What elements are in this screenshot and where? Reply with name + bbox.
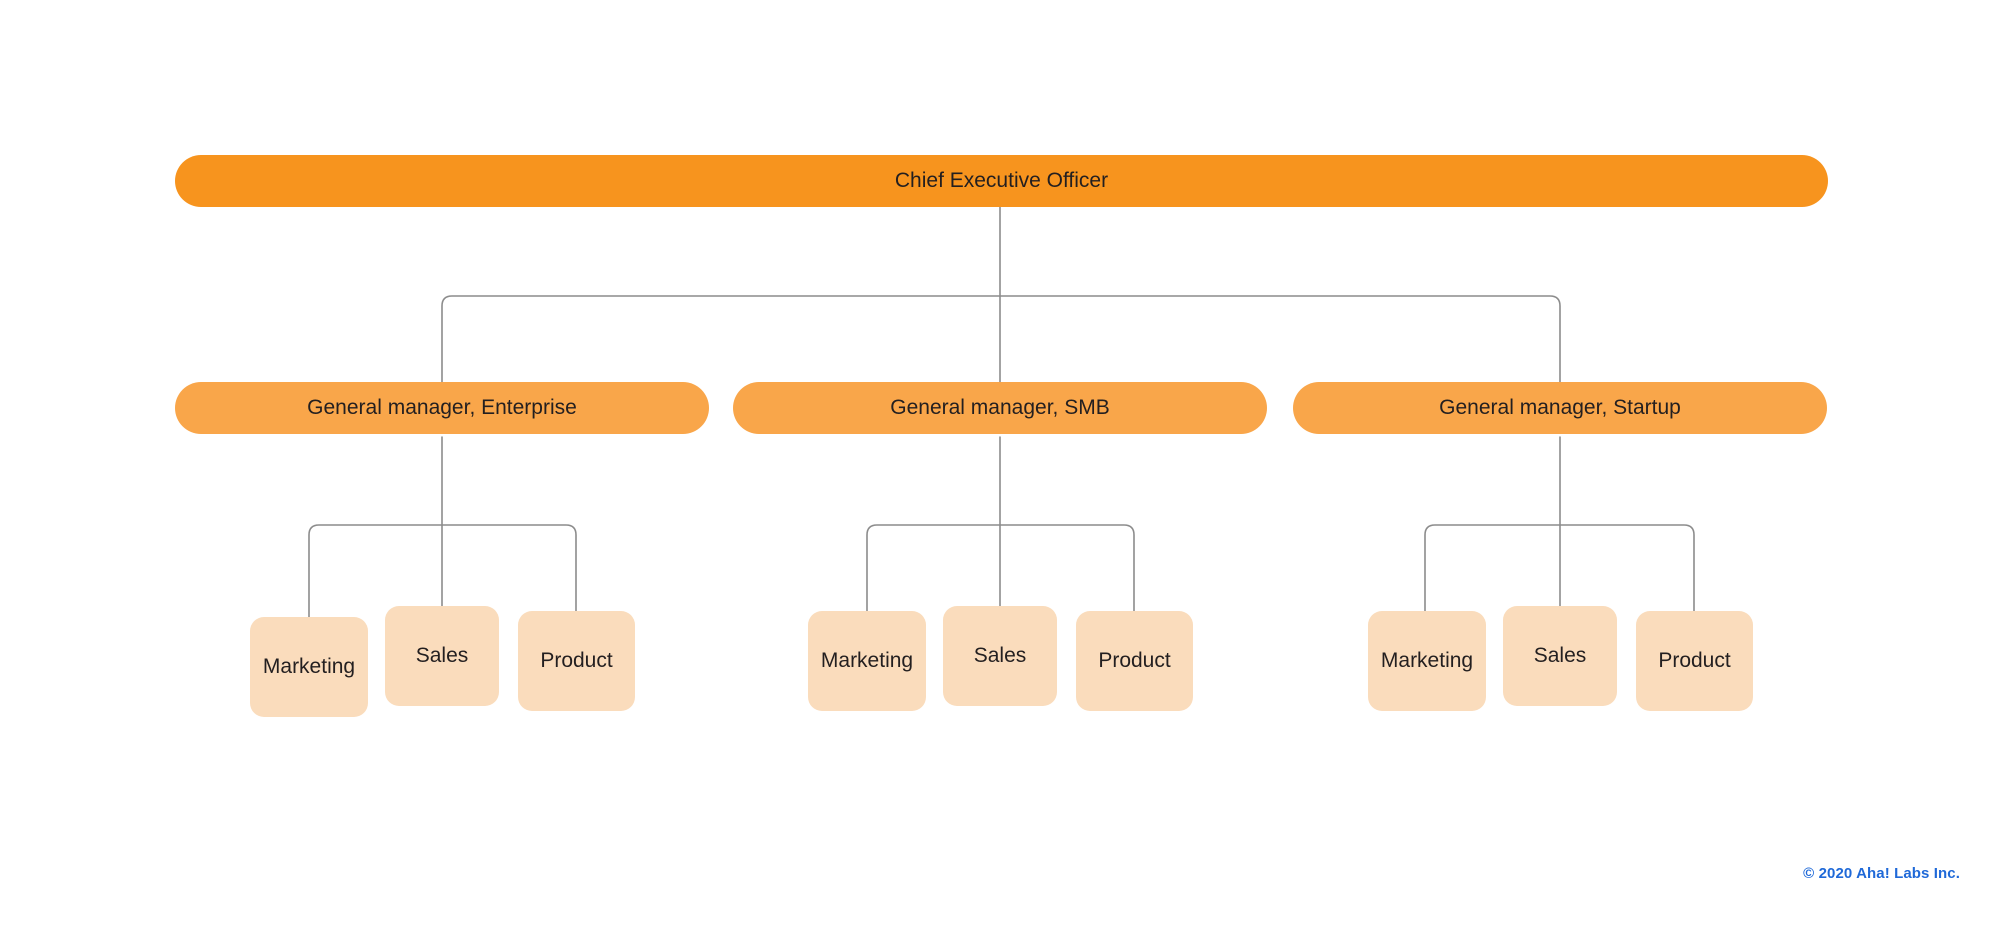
node-general-manager-smb[interactable]: General manager, SMB [733,382,1267,434]
node-general-manager-enterprise[interactable]: General manager, Enterprise [175,382,709,434]
node-label: Sales [1533,644,1587,668]
node-label: General manager, Startup [1439,396,1681,420]
node-label: Product [1658,649,1731,673]
node-label: General manager, Enterprise [307,396,577,420]
footer-copyright: © 2020 Aha! Labs Inc. [1803,865,1960,882]
node-startup-product[interactable]: Product [1636,611,1753,711]
connector-ceo-to-gm-startup [999,295,1561,383]
node-label: Sales [973,644,1027,668]
connector-gm-smb-to-marketing [866,524,1001,618]
node-general-manager-startup[interactable]: General manager, Startup [1293,382,1827,434]
node-label: Marketing [1380,649,1474,673]
node-label: Marketing [820,649,914,673]
node-enterprise-marketing[interactable]: Marketing [250,617,368,717]
node-enterprise-product[interactable]: Product [518,611,635,711]
connector-gm-startup-to-product [1559,524,1695,618]
node-label: Chief Executive Officer [894,169,1109,193]
node-smb-sales[interactable]: Sales [943,606,1057,706]
node-label: Product [540,649,613,673]
node-label: Sales [415,644,469,668]
connector-ceo-to-gm-enterprise [441,295,1001,383]
connector-gm-startup-to-marketing [1424,524,1561,618]
connector-gm-enterprise-to-marketing [308,524,443,618]
node-label: General manager, SMB [890,396,1110,420]
node-startup-marketing[interactable]: Marketing [1368,611,1486,711]
node-enterprise-sales[interactable]: Sales [385,606,499,706]
node-label: Marketing [262,655,356,679]
node-chief-executive-officer[interactable]: Chief Executive Officer [175,155,1828,207]
node-smb-product[interactable]: Product [1076,611,1193,711]
node-label: Product [1098,649,1171,673]
node-smb-marketing[interactable]: Marketing [808,611,926,711]
connector-gm-enterprise-to-product [441,524,577,618]
connector-gm-smb-to-product [999,524,1135,618]
node-startup-sales[interactable]: Sales [1503,606,1617,706]
